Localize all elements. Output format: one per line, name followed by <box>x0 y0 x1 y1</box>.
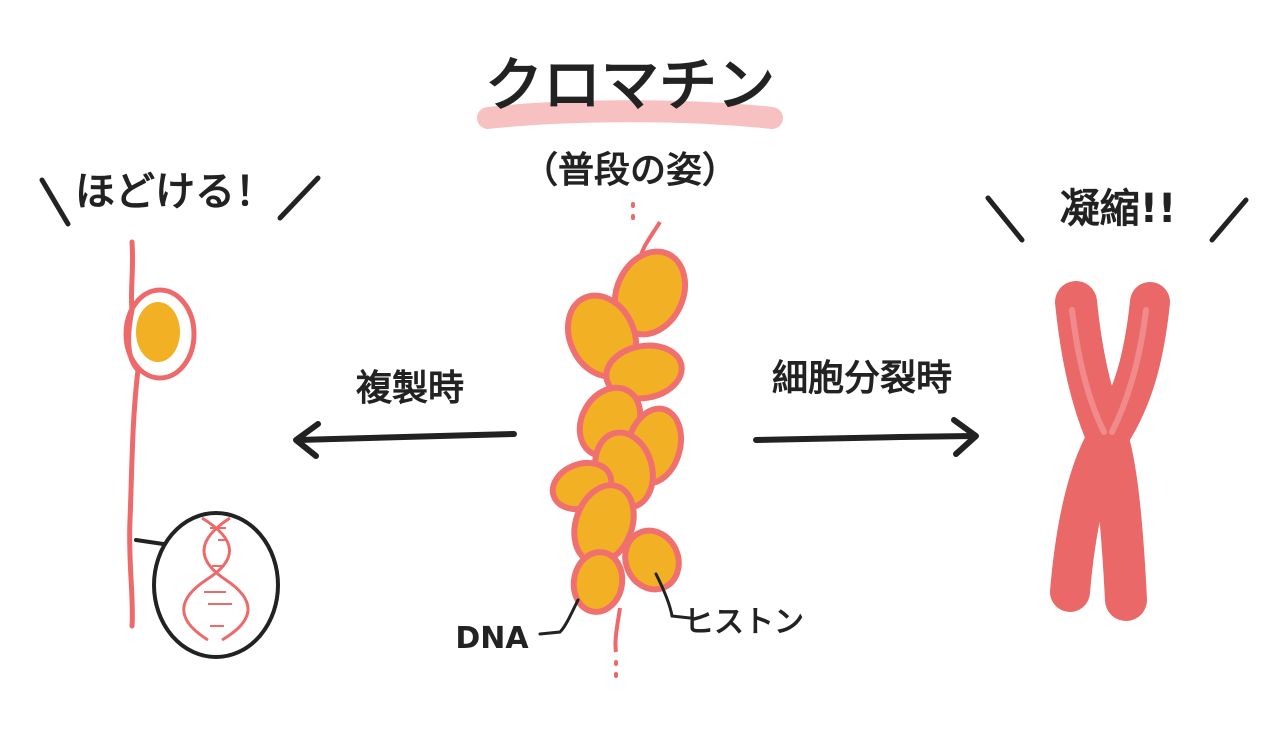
histone-label: ヒストン <box>684 605 804 640</box>
condense-label: 凝縮!! <box>1060 186 1176 232</box>
chromosome <box>1050 281 1170 621</box>
unwind-label: ほどける！ <box>75 169 275 215</box>
title-highlight <box>477 100 783 129</box>
histone <box>622 527 682 593</box>
dna-strand-loose <box>126 239 141 629</box>
zoom-bubble <box>152 511 280 659</box>
arrow-right <box>753 417 979 457</box>
page-title: クロマチン <box>485 51 775 119</box>
dna-pointer <box>538 598 580 636</box>
right-condensed-group: 細胞分裂時 凝縮!! <box>753 186 1249 621</box>
histone <box>603 342 685 402</box>
dna-strand-dotted <box>614 202 635 678</box>
arrow-left <box>293 421 517 459</box>
histone-cluster <box>549 248 688 615</box>
dna-strand-center <box>613 607 622 653</box>
page-subtitle: （普段の姿） <box>522 150 738 191</box>
exclaim-mark-right <box>1209 197 1249 243</box>
dna-wrap <box>123 287 197 381</box>
double-helix <box>182 516 250 642</box>
title-group: クロマチン （普段の姿） <box>477 51 783 191</box>
exclaim-mark-left <box>277 175 321 221</box>
exclaim-mark-right <box>985 195 1025 243</box>
replication-label: 複製時 <box>356 368 464 409</box>
histone <box>570 549 626 615</box>
histone-single <box>136 302 180 362</box>
left-unwinding-group: ほどける！ 複製時 <box>39 169 517 659</box>
cell-division-label: 細胞分裂時 <box>772 358 952 399</box>
dna-label: DNA <box>455 621 529 656</box>
exclaim-mark-left <box>39 177 71 227</box>
center-chromatin-group: DNA ヒストン <box>455 202 804 678</box>
histone-pointer <box>654 572 692 620</box>
